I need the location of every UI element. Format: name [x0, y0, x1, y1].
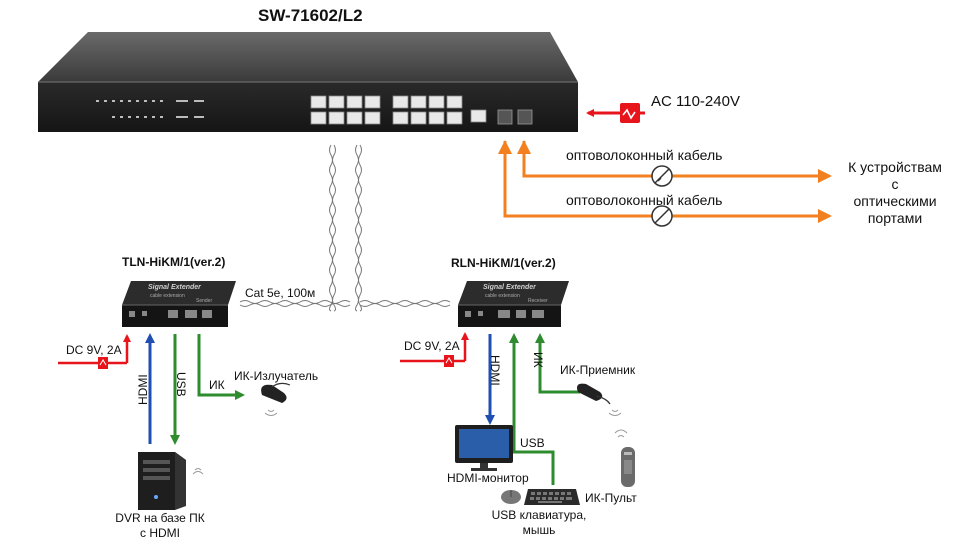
- receiver-usb-arrow: [509, 333, 555, 485]
- keyboard-mouse-label-line-1: USB клавиатура,: [491, 508, 587, 522]
- fiber-target-line-2: с: [891, 176, 899, 192]
- ir-receiver-label: ИК-Приемник: [560, 363, 636, 377]
- transmitter-power-arrow: [58, 334, 131, 369]
- transmitter-device-tag: Sender: [196, 298, 213, 304]
- fiber-target-line-1: К устройствам: [848, 159, 942, 175]
- switch-sfp-ports: [497, 109, 533, 125]
- switch-rj45-ports: [310, 95, 487, 125]
- receiver-model-title: RLN-HiKM/1(ver.2): [451, 256, 556, 270]
- transmitter-ir-label: ИК: [209, 378, 225, 392]
- pc-tower-icon: [138, 452, 204, 510]
- receiver-ir-arrow: [535, 333, 580, 394]
- ir-remote-label: ИК-Пульт: [585, 491, 637, 505]
- receiver-power-label: DC 9V, 2A: [404, 339, 460, 353]
- transmitter-device-text: Signal Extender: [148, 284, 201, 291]
- fiber-links: [498, 140, 832, 227]
- receiver-device-text: Signal Extender: [483, 284, 536, 291]
- keyboard-mouse-label: USB клавиатура, мышь: [485, 508, 593, 538]
- fiber-coupler-1: [651, 165, 673, 187]
- cat5-link-label: Cat 5e, 100м: [245, 286, 316, 300]
- cat5-cable: [239, 144, 451, 312]
- switch-model-title: SW-71602/L2: [258, 6, 363, 25]
- transmitter-device: [122, 281, 236, 327]
- fiber-cable-label-1: оптоволоконный кабель: [566, 147, 723, 163]
- receiver-hdmi-label: HDMI: [488, 355, 502, 386]
- pc-label-line-2: с HDMI: [140, 526, 180, 540]
- ir-emitter-label: ИК-Излучатель: [234, 369, 319, 383]
- fiber-target-line-4: портами: [867, 210, 923, 226]
- transmitter-usb-label: USB: [174, 372, 188, 397]
- ac-power-label: AC 110-240V: [651, 93, 740, 110]
- ir-remote-icon: [614, 429, 635, 487]
- ir-receiver-icon: [577, 383, 622, 416]
- fiber-cable-label-2: оптоволоконный кабель: [566, 192, 723, 208]
- receiver-power-arrow: [400, 332, 469, 367]
- transmitter-model-title: TLN-HiKM/1(ver.2): [122, 255, 226, 269]
- receiver-device: [458, 281, 569, 327]
- switch-leds: [96, 100, 204, 118]
- receiver-ir-label: ИК: [531, 352, 545, 368]
- monitor-label: HDMI-монитор: [447, 471, 529, 485]
- fiber-target-line-3: оптическими: [853, 193, 937, 209]
- pc-label-line-1: DVR на базе ПК: [115, 511, 205, 525]
- receiver-device-tag: Receiver: [528, 298, 548, 304]
- monitor-icon: [455, 425, 513, 471]
- pc-label: DVR на базе ПК с HDMI: [108, 511, 212, 541]
- receiver-device-subtext: cable extension: [485, 293, 520, 299]
- fiber-target-label: К устройствам с оптическими портами: [832, 159, 958, 227]
- ir-emitter-icon: [261, 382, 291, 416]
- switch-device: [38, 32, 578, 132]
- keyboard-mouse-icon: [501, 489, 580, 505]
- keyboard-mouse-label-line-2: мышь: [522, 523, 556, 537]
- transmitter-device-subtext: cable extension: [150, 293, 185, 299]
- transmitter-power-label: DC 9V, 2A: [66, 343, 122, 357]
- receiver-usb-label: USB: [520, 436, 545, 450]
- fiber-coupler-2: [651, 205, 673, 227]
- transmitter-ir-arrow: [197, 334, 245, 400]
- transmitter-hdmi-label: HDMI: [136, 374, 150, 405]
- ac-power-arrow: [586, 103, 645, 123]
